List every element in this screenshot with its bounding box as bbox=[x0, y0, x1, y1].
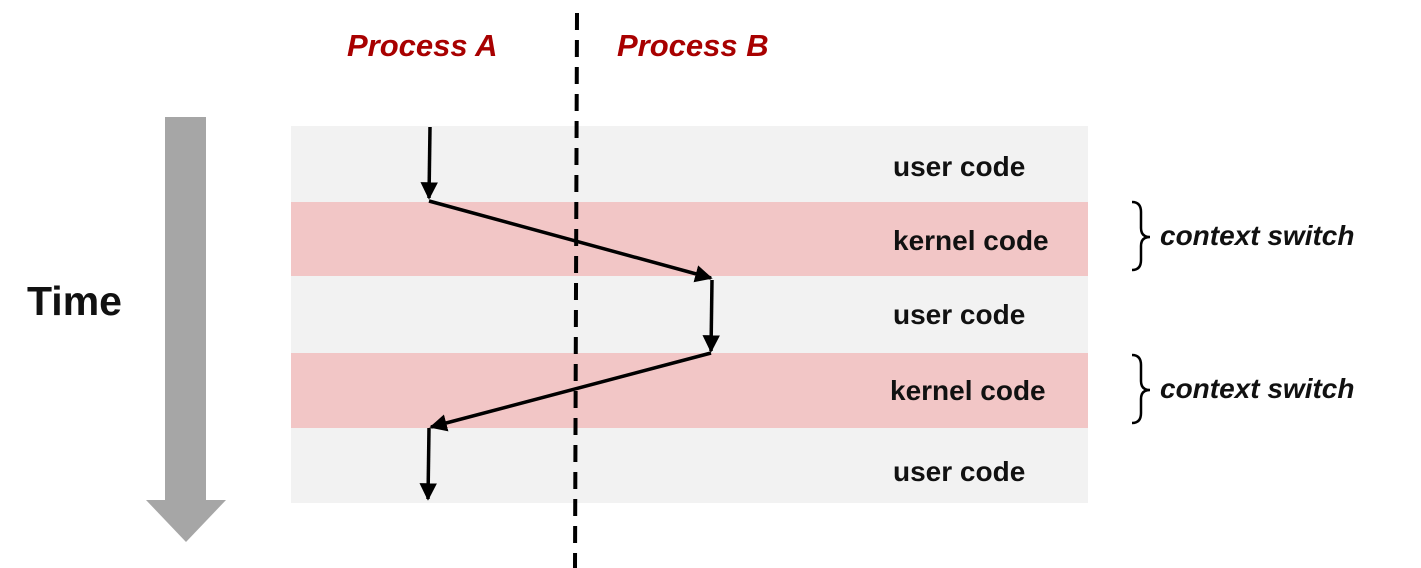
flow-segment-b1 bbox=[702, 279, 720, 353]
band-label-user-3: user code bbox=[893, 456, 1026, 487]
band-label-kernel-1: kernel code bbox=[893, 225, 1049, 256]
context-switch-label-2: context switch bbox=[1160, 373, 1355, 404]
band-label-kernel-2: kernel code bbox=[890, 375, 1046, 406]
flow-segment-a2 bbox=[419, 427, 437, 501]
flow-segment-switch-1 bbox=[428, 199, 713, 283]
kernel-code-band-2 bbox=[291, 353, 1088, 428]
brace-icon bbox=[1131, 200, 1151, 272]
process-b-label: Process B bbox=[617, 28, 769, 63]
execution-flow bbox=[419, 126, 720, 501]
flow-segment-switch-2 bbox=[429, 351, 712, 432]
time-arrow-icon bbox=[146, 117, 226, 542]
time-label: Time bbox=[27, 278, 122, 324]
process-divider-line bbox=[573, 12, 579, 568]
context-switch-label-1: context switch bbox=[1160, 220, 1355, 251]
band-label-user-1: user code bbox=[893, 151, 1026, 182]
band-label-user-2: user code bbox=[893, 299, 1026, 330]
brace-icon bbox=[1131, 353, 1151, 425]
kernel-code-band-1 bbox=[291, 202, 1088, 276]
process-a-label: Process A bbox=[347, 28, 498, 63]
flow-segment-a1 bbox=[420, 126, 438, 200]
user-code-band-2 bbox=[291, 276, 1088, 353]
